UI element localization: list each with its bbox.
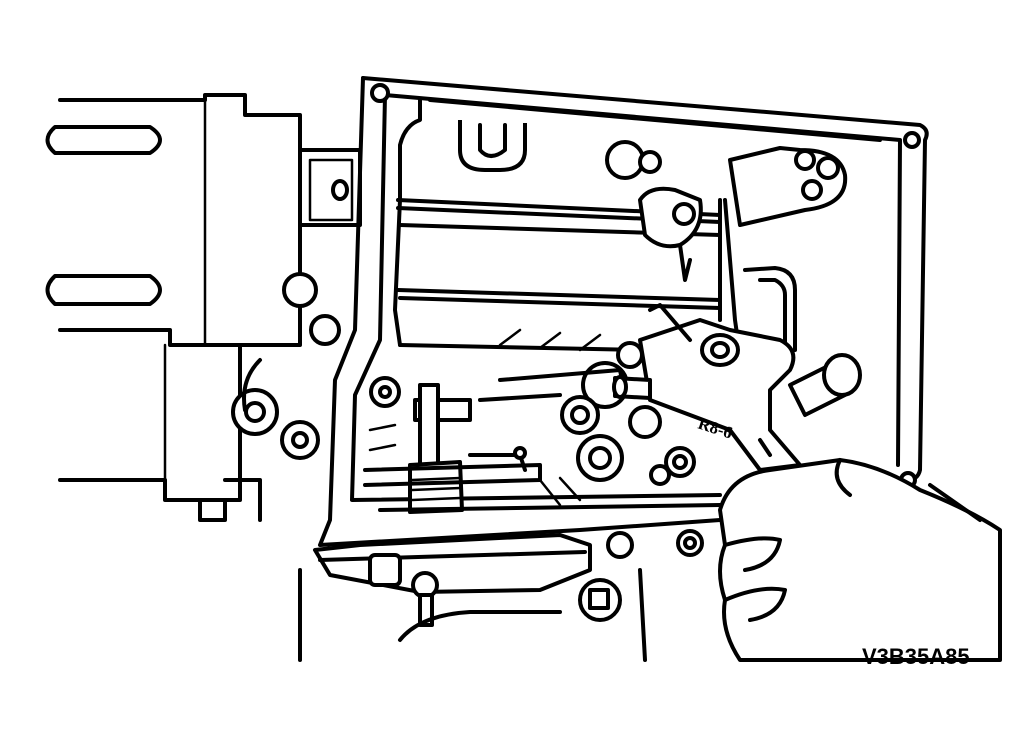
air-nozzle-tool: R8-6 bbox=[612, 303, 862, 472]
lower-housing bbox=[298, 529, 704, 662]
figure-code: V3B35A85 bbox=[862, 644, 970, 669]
upper-fittings bbox=[605, 140, 848, 357]
housing-slot-upper bbox=[45, 125, 162, 155]
housing-slot-lower bbox=[45, 274, 162, 306]
hand bbox=[718, 458, 1002, 662]
transmission-housing bbox=[45, 93, 362, 522]
internal-components bbox=[363, 341, 722, 514]
shading-details bbox=[368, 328, 602, 507]
